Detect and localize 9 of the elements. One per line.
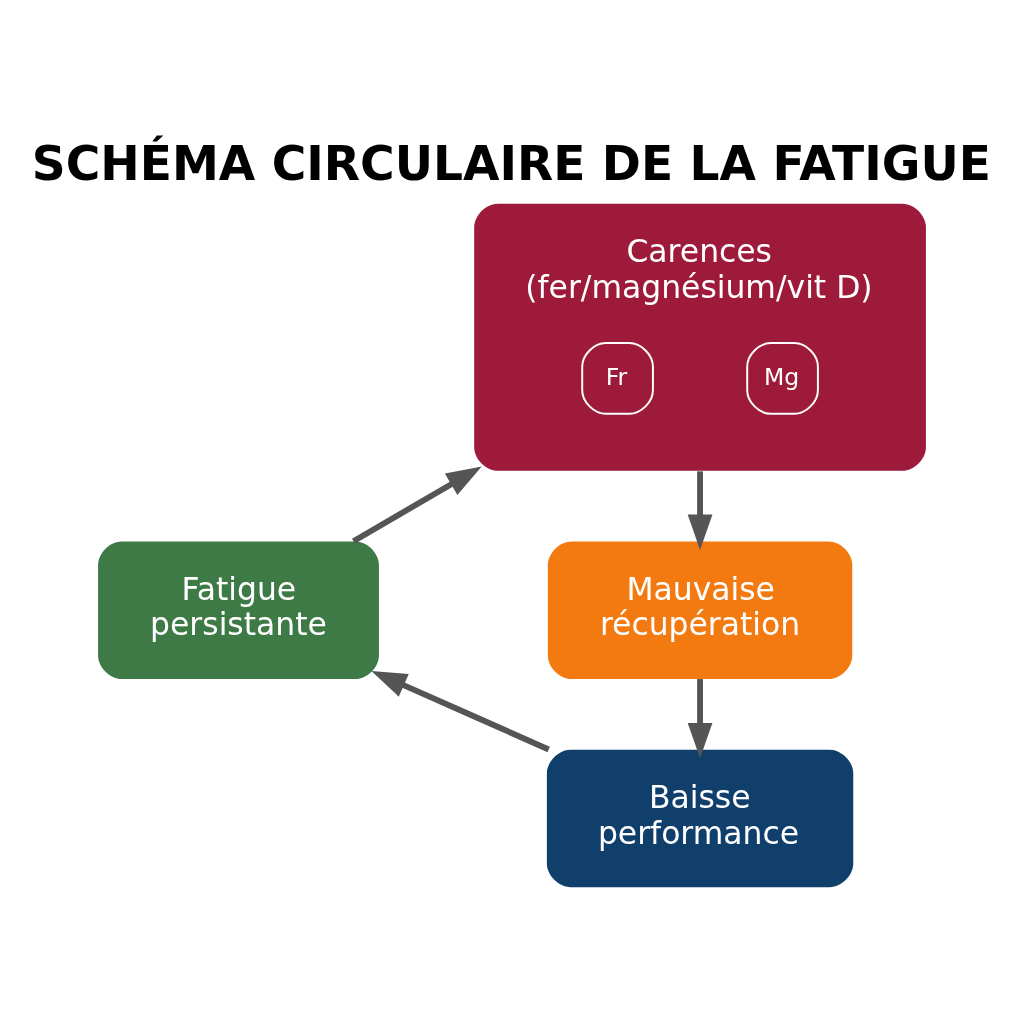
arrow	[687, 679, 713, 759]
node-box: Baisse performance	[546, 749, 854, 888]
arrow	[687, 471, 713, 550]
arrow	[371, 670, 550, 753]
node-box: Carences (fer/magnésium/vit D) Fr Mg	[474, 203, 926, 471]
diagram-title: SCHÉMA CIRCULAIRE DE LA FATIGUE	[31, 136, 991, 192]
node-box: Mauvaise récupération	[547, 541, 853, 679]
arrow	[352, 466, 482, 544]
node-box: Fatigue persistante	[98, 541, 379, 679]
